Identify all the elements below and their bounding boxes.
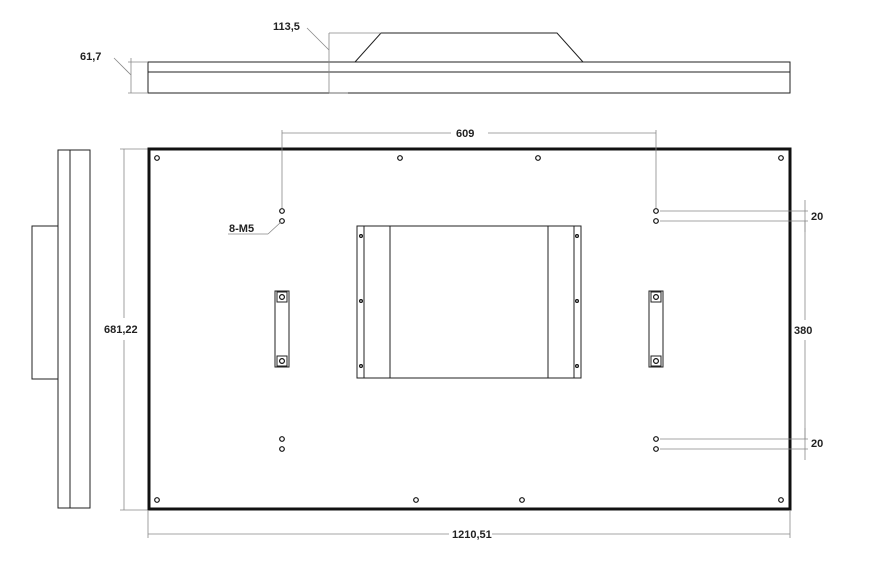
hole bbox=[653, 208, 659, 214]
center-box bbox=[356, 225, 582, 379]
stand-height-dimension: 113,5 bbox=[273, 21, 381, 94]
hole bbox=[574, 234, 579, 239]
hole bbox=[279, 294, 286, 301]
hole bbox=[359, 364, 364, 369]
hole bbox=[652, 358, 659, 365]
hole bbox=[279, 208, 285, 214]
hole bbox=[574, 364, 579, 369]
hole bbox=[778, 155, 784, 161]
perimeter-holes bbox=[154, 155, 784, 503]
hole bbox=[397, 155, 403, 161]
side-depth-label: 61,7 bbox=[80, 51, 101, 63]
overall-width-dimension: 1210,51 bbox=[147, 510, 791, 541]
hole bbox=[652, 294, 659, 301]
hole bbox=[413, 497, 419, 503]
hole bbox=[574, 299, 579, 304]
hole-leader: 8-M5 bbox=[228, 221, 282, 235]
hole bbox=[359, 299, 364, 304]
hole-spacing-bottom-label: 20 bbox=[811, 438, 823, 450]
hole bbox=[154, 155, 160, 161]
hole bbox=[279, 436, 285, 442]
mounting-holes bbox=[279, 208, 659, 452]
hole bbox=[653, 446, 659, 452]
hole-spacing-mid-label: 380 bbox=[794, 325, 812, 337]
hole bbox=[154, 497, 160, 503]
side-view bbox=[31, 149, 91, 509]
hole bbox=[279, 446, 285, 452]
hole bbox=[279, 358, 286, 365]
hole-spacing-x-label: 609 bbox=[456, 128, 474, 140]
hole bbox=[519, 497, 525, 503]
side-depth-dimension: 61,7 bbox=[80, 51, 148, 94]
stand-height-label: 113,5 bbox=[273, 21, 300, 33]
hole bbox=[359, 234, 364, 239]
right-bracket bbox=[648, 290, 664, 368]
overall-width-label: 1210,51 bbox=[452, 529, 492, 541]
left-bracket bbox=[274, 290, 290, 368]
hole-label: 8-M5 bbox=[229, 223, 254, 235]
hole-spacing-top-label: 20 bbox=[811, 211, 823, 223]
hole bbox=[653, 218, 659, 224]
overall-height-label: 681,22 bbox=[104, 324, 138, 336]
right-dimensions: 20 380 20 bbox=[660, 200, 823, 460]
top-view bbox=[147, 32, 791, 94]
overall-height-dimension: 681,22 bbox=[104, 148, 148, 511]
rear-view bbox=[147, 147, 792, 511]
hole bbox=[778, 497, 784, 503]
hole bbox=[653, 436, 659, 442]
hole-spacing-x-dimension: 609 bbox=[281, 128, 657, 208]
hole bbox=[535, 155, 541, 161]
